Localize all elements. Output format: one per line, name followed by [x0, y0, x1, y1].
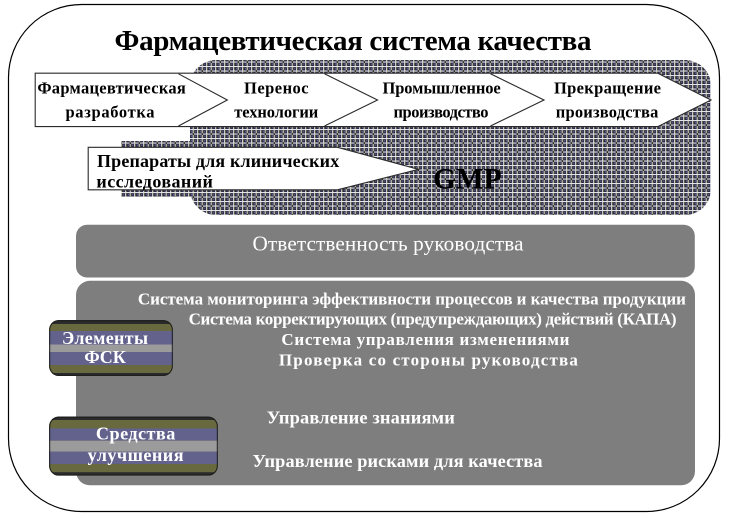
svg-text:Ответственность руководства: Ответственность руководства: [253, 232, 525, 256]
svg-text:Система корректирующих (предуп: Система корректирующих (предупреждающих)…: [189, 310, 677, 329]
svg-text:Перенос: Перенос: [244, 78, 309, 97]
svg-text:Проверка со стороны руководств: Проверка со стороны руководства: [279, 350, 579, 369]
svg-text:GMP: GMP: [433, 163, 502, 195]
svg-text:технологии: технологии: [234, 102, 318, 121]
svg-text:Фармацевтическая система качес: Фармацевтическая система качества: [115, 25, 593, 57]
svg-text:Прекращение: Прекращение: [554, 78, 661, 97]
svg-text:Промышленное: Промышленное: [382, 78, 500, 97]
svg-text:Управление знаниями: Управление знаниями: [267, 408, 455, 428]
svg-text:Элементы: Элементы: [62, 328, 148, 348]
svg-text:Управление рисками для качеств: Управление рисками для качества: [253, 451, 543, 471]
svg-text:исследований: исследований: [96, 172, 212, 192]
svg-text:Система мониторинга эффективно: Система мониторинга эффективности процес…: [138, 290, 686, 309]
svg-text:производство: производство: [394, 102, 489, 121]
svg-text:Препараты для клинических: Препараты для клинических: [97, 151, 339, 171]
svg-text:производства: производства: [556, 102, 659, 121]
svg-text:Фармацевтическая: Фармацевтическая: [37, 78, 186, 97]
svg-text:Средства: Средства: [96, 424, 175, 444]
svg-text:Система управления изменениями: Система управления изменениями: [281, 330, 569, 349]
svg-text:улучшения: улучшения: [88, 445, 184, 465]
svg-text:разработка: разработка: [65, 102, 154, 121]
svg-text:ФСК: ФСК: [84, 347, 126, 367]
